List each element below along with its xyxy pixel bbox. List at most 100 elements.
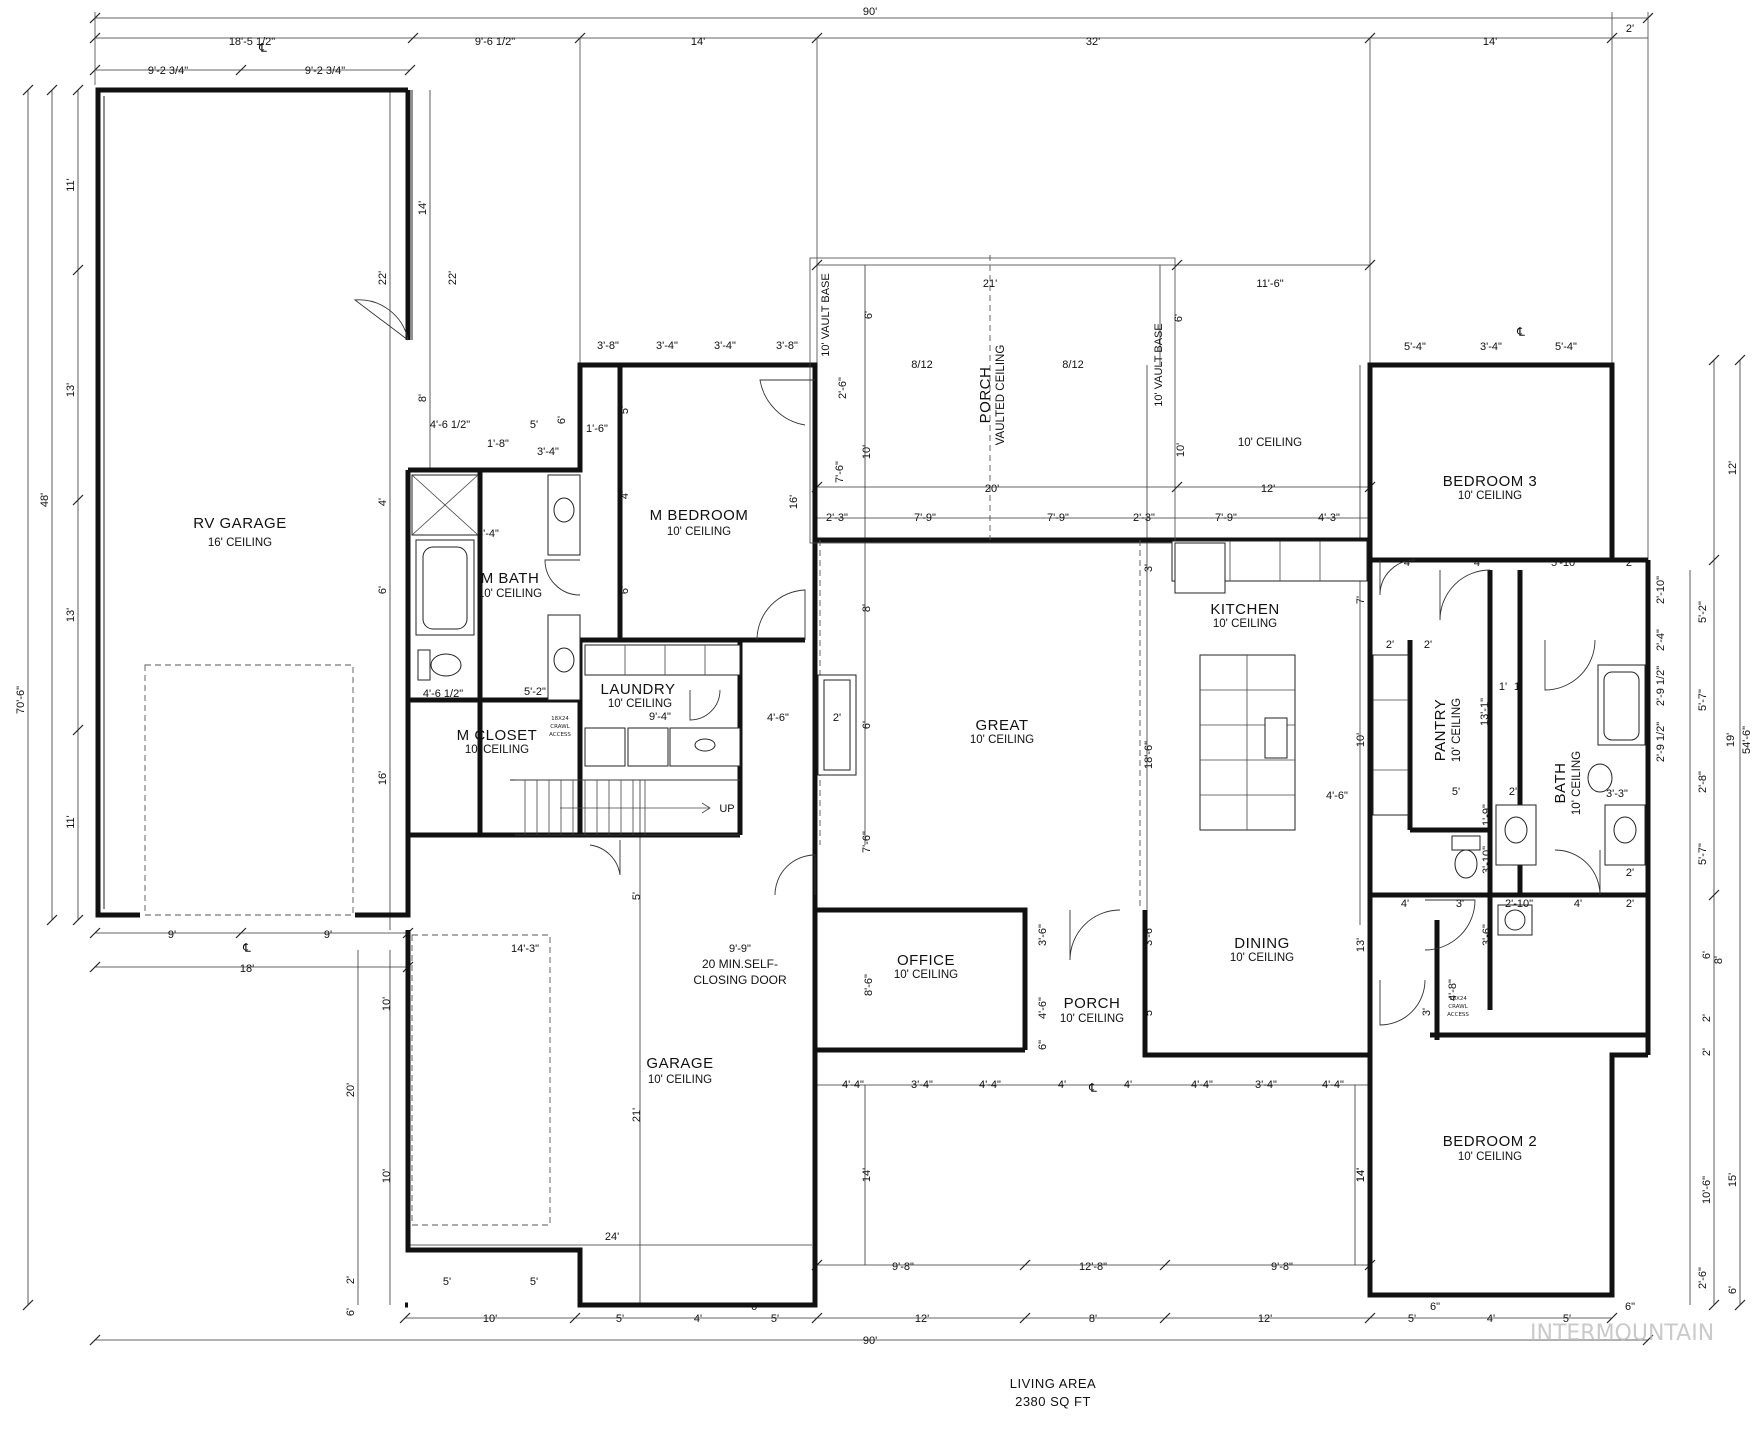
- dim-b3-4a: 4': [1404, 557, 1412, 569]
- dim-bath-19: 19': [1725, 733, 1737, 747]
- dim-rv-22a: 22': [377, 271, 389, 285]
- dim-great-76: 7'-6": [861, 831, 873, 853]
- dim-off-5: 5': [1143, 1008, 1155, 1016]
- dim-right-546: 54'-6": [1741, 726, 1753, 754]
- dim-pantry-310: 3'-10": [1481, 846, 1493, 874]
- dim-left-48: 48': [39, 493, 51, 507]
- dim-front-98a: 9'-8": [892, 1261, 914, 1273]
- dim-mbath-18: 1'-8": [487, 438, 509, 450]
- room-bedroom3-ceiling: 10' CEILING: [1458, 490, 1522, 502]
- dim-bath-2912b: 2'-9 1/2": [1655, 722, 1667, 762]
- dim-pantry-2a: 2': [1386, 639, 1394, 651]
- crawl-access-1-a: 18X24: [551, 716, 569, 722]
- dim-top-total: 90': [863, 6, 877, 18]
- room-bedroom2-ceiling: 10' CEILING: [1458, 1151, 1522, 1163]
- centerline-symbol-1: ℄: [258, 41, 267, 55]
- room-m-closet-name: M CLOSET: [457, 727, 538, 744]
- roof-pitch-right: 8/12: [1062, 359, 1083, 371]
- dimension-labels: 90' 2' 18'-5 1/2" 9'-6 1/2" 14' 32' 14' …: [15, 6, 1753, 1347]
- dim-left-11b: 11': [65, 815, 77, 829]
- living-area-label: LIVING AREA: [1010, 1376, 1096, 1391]
- dim-front-34a: 3'-4": [911, 1079, 933, 1091]
- dim-off-36a: 3'-6": [1037, 924, 1049, 946]
- room-garage-name: GARAGE: [646, 1055, 713, 1072]
- room-bedroom2-name: BEDROOM 2: [1443, 1133, 1538, 1150]
- dim-mb-38b: 3'-8": [776, 340, 798, 352]
- dim-off-46: 4'-6": [1037, 997, 1049, 1019]
- dim-front-44a: 4'-4": [842, 1079, 864, 1091]
- dim-bot-5d: 5': [1563, 1313, 1571, 1325]
- dim-b3-54b: 5'-4": [1555, 341, 1577, 353]
- dim-front-14a: 14': [861, 1168, 873, 1182]
- stair-up-label: UP: [719, 803, 734, 815]
- dim-bath-36: 3'-6": [1481, 924, 1493, 946]
- dim-right-8: 8': [1713, 956, 1725, 964]
- dim-rv-22b: 22': [447, 271, 459, 285]
- dim-left-13b: 13': [65, 608, 77, 622]
- room-office-ceiling: 10' CEILING: [894, 969, 958, 981]
- dim-rv-16: 16': [377, 771, 389, 785]
- dim-b3-510: 5'-10": [1551, 557, 1579, 569]
- dim-right-13: 13': [1355, 938, 1367, 952]
- room-kitchen-name: KITCHEN: [1210, 601, 1279, 618]
- dim-gar-10a: 10': [381, 997, 393, 1011]
- dim-porch-6a: 6': [863, 311, 875, 319]
- dim-mbath-4612: 4'-6 1/2": [430, 419, 470, 431]
- dim-bath-24: 2'-4": [1655, 629, 1667, 651]
- dim-pantry-131: 13'-1": [1479, 698, 1491, 726]
- dim-rv-14: 14': [417, 201, 429, 215]
- room-m-bath-name: M BATH: [481, 570, 540, 587]
- dim-mb-26: 2'-6": [837, 377, 849, 399]
- dim-laundry-46: 4'-6": [767, 712, 789, 724]
- centerline-symbol-3: ℄: [1088, 1081, 1097, 1095]
- dim-great-23b: 2'-3": [1133, 512, 1155, 524]
- dim-pantry-1a: 1': [1499, 681, 1507, 693]
- crawl-access-1-c: ACCESS: [549, 732, 571, 738]
- dim-bot-total: 90': [863, 1335, 877, 1347]
- dimension-lines: [22, 12, 1746, 1346]
- footer: LIVING AREA 2380 SQ FT: [1010, 1376, 1096, 1409]
- dim-mb-5a: 5': [619, 406, 631, 414]
- dim-mb-16: 16': [788, 495, 800, 509]
- room-dining-name: DINING: [1234, 935, 1290, 952]
- dim-rv-6: 6': [377, 586, 389, 594]
- walls: [95, 87, 1651, 1308]
- dim-gar-21: 21': [631, 1108, 643, 1122]
- dim-gar-99: 9'-9": [729, 943, 751, 955]
- vault-base-left: 10' VAULT BASE: [820, 273, 832, 356]
- dim-front-4a: 4': [1058, 1079, 1066, 1091]
- dim-mbath-52: 5'-2": [524, 686, 546, 698]
- dim-b2-14: 14': [1355, 1168, 1367, 1182]
- dim-porch-20: 20': [985, 483, 999, 495]
- fireplace: [817, 674, 857, 776]
- dim-top-a: 18'-5 1/2": [229, 36, 275, 48]
- dim-bot-5a: 5': [616, 1313, 624, 1325]
- dim-bot-4b: 4': [1487, 1313, 1495, 1325]
- dim-left-13a: 13': [65, 383, 77, 397]
- dim-bot-10: 10': [483, 1313, 497, 1325]
- dim-porch-12: 12': [1261, 483, 1275, 495]
- room-bath-name: BATH: [1552, 763, 1569, 804]
- dim-mb-34a: 3'-4": [656, 340, 678, 352]
- dim-rv-left: 9'-2 3/4": [148, 65, 188, 77]
- crawl-access-2-c: ACCESS: [1447, 1012, 1469, 1018]
- dim-porch-6b: 6': [1173, 314, 1185, 322]
- dim-great-79a: 7'-9": [914, 512, 936, 524]
- dim-mbath-5: 5': [530, 419, 538, 431]
- dim-bot-12a: 12': [915, 1313, 929, 1325]
- dim-gar-5b: 5': [530, 1276, 538, 1288]
- dim-pantry-2b: 2': [1424, 639, 1432, 651]
- dim-gar-5a: 5': [443, 1276, 451, 1288]
- dim-b3-54a: 5'-4": [1404, 341, 1426, 353]
- dim-front-44c: 4'-4": [1191, 1079, 1213, 1091]
- dim-pantry-19: 1'-9": [1481, 804, 1493, 826]
- dim-bath-57: 5'-7": [1697, 689, 1709, 711]
- dim-rv-8: 8': [417, 394, 429, 402]
- dim-rv-4: 4': [377, 498, 389, 506]
- dim-gar-6: 6": [751, 1301, 761, 1313]
- dim-right-2a: 2': [1701, 1014, 1713, 1022]
- room-m-bedroom-name: M BEDROOM: [650, 507, 749, 524]
- dim-porch-10b: 10': [1175, 443, 1187, 457]
- dim-gar-10b: 10': [381, 1169, 393, 1183]
